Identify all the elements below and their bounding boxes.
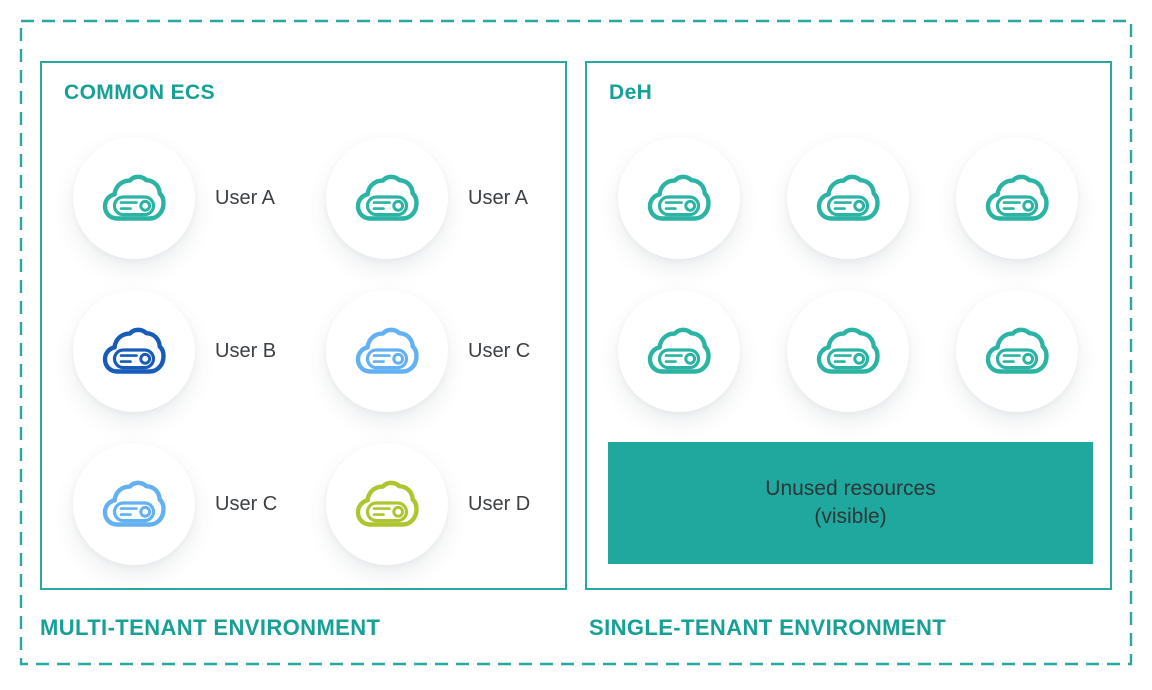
caption-multi-tenant: MULTI-TENANT ENVIRONMENT — [40, 615, 381, 640]
server-circle — [73, 137, 195, 259]
server-circle — [73, 290, 195, 412]
cloud-server-icon — [816, 327, 880, 374]
banner-line-2: (visible) — [814, 505, 887, 528]
server-circle — [618, 290, 740, 412]
user-label: User C — [215, 492, 278, 515]
server-circle — [618, 137, 740, 259]
cloud-server-icon — [647, 174, 711, 221]
cloud-server-icon — [355, 174, 419, 221]
user-item: User A — [326, 137, 579, 259]
user-label: User A — [468, 186, 529, 209]
user-item: User A — [73, 137, 326, 259]
cloud-server-icon — [985, 174, 1049, 221]
banner-line-1: Unused resources — [765, 476, 936, 500]
cloud-server-icon — [647, 327, 711, 374]
user-label: User A — [215, 186, 276, 209]
server-circle — [73, 443, 195, 565]
server-circle — [326, 443, 448, 565]
server-item — [956, 290, 1125, 412]
server-item — [618, 290, 787, 412]
cloud-server-icon — [355, 327, 419, 374]
user-label: User B — [215, 339, 277, 362]
server-circle — [787, 290, 909, 412]
server-item — [618, 137, 787, 259]
user-item: User C — [73, 443, 326, 565]
user-label: User C — [468, 339, 531, 362]
server-item — [956, 137, 1125, 259]
server-circle — [787, 137, 909, 259]
cloud-server-icon — [816, 174, 880, 221]
server-circle — [956, 290, 1078, 412]
server-item — [787, 137, 956, 259]
server-circle — [956, 137, 1078, 259]
deh-panel: DeH Unused resources (visible) — [585, 61, 1112, 590]
caption-single-tenant: SINGLE-TENANT ENVIRONMENT — [589, 615, 947, 640]
unused-resources-banner: Unused resources (visible) — [608, 442, 1093, 564]
server-grid — [618, 137, 1125, 443]
cloud-server-icon — [102, 174, 166, 221]
server-item — [787, 290, 956, 412]
panel-title-common-ecs: COMMON ECS — [64, 81, 215, 104]
user-item: User B — [73, 290, 326, 412]
cloud-server-icon — [985, 327, 1049, 374]
cloud-server-icon — [102, 327, 166, 374]
user-grid: User A User A User B User C User C User D — [73, 137, 579, 596]
server-circle — [326, 290, 448, 412]
user-item: User D — [326, 443, 579, 565]
user-item: User C — [326, 290, 579, 412]
user-label: User D — [468, 492, 531, 515]
cloud-server-icon — [102, 480, 166, 527]
common-ecs-panel: COMMON ECS User A User A User B User C User … — [40, 61, 567, 590]
cloud-server-icon — [355, 480, 419, 527]
panel-title-deh: DeH — [609, 81, 653, 104]
server-circle — [326, 137, 448, 259]
